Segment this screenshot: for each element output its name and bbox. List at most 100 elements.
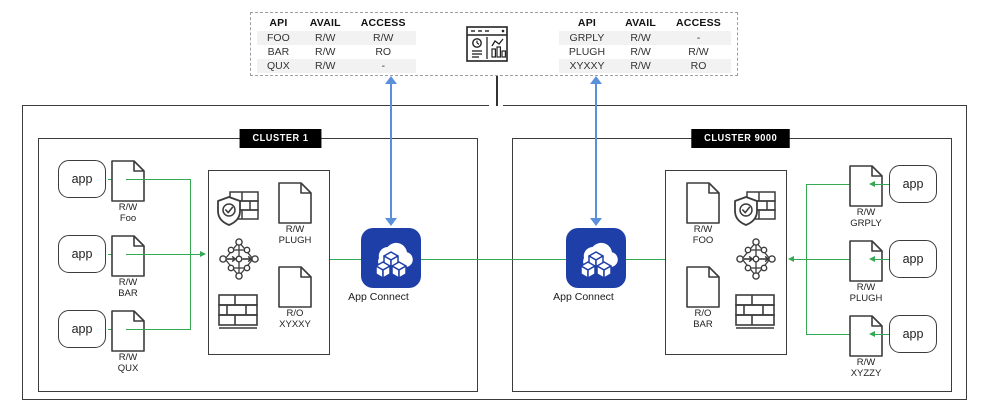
document-access: R/W [856, 357, 876, 368]
cell-api: FOO [267, 31, 290, 44]
cell-api: PLUGH [568, 45, 606, 58]
cell-avail: R/W [630, 59, 651, 72]
table-row: FOO R/W R/W [257, 30, 416, 45]
app-node[interactable]: app [889, 165, 937, 203]
app-node-label: app [71, 172, 93, 186]
flow-line [806, 333, 864, 335]
document-name: QUX [117, 363, 139, 374]
document-label: R/O BAR [668, 308, 738, 330]
app-node[interactable]: app [58, 235, 106, 273]
cell-api: BAR [267, 45, 290, 58]
flow-line [126, 253, 202, 255]
cell-access: RO [375, 45, 392, 58]
cell-avail: R/W [315, 45, 336, 58]
document-icon [686, 266, 720, 308]
cell-access: R/W [372, 31, 394, 44]
document-label: R/W PLUGH [831, 282, 901, 304]
app-node-label: app [902, 177, 924, 191]
flow-line [126, 328, 191, 330]
document-node[interactable]: R/W GRPLY [831, 165, 901, 229]
telemetry-arrow-right [589, 76, 603, 226]
document-name: FOO [692, 235, 714, 246]
flow-arrow [869, 180, 875, 187]
mesh-network-icon [219, 238, 259, 280]
document-access: R/W [118, 202, 138, 213]
cluster-9000-badge: CLUSTER 9000 [687, 128, 794, 148]
flow-arrow [788, 255, 794, 262]
document-label: R/W BAR [93, 277, 163, 299]
firewall-brick-icon [218, 294, 258, 329]
table-row: BAR R/W RO [257, 44, 416, 59]
document-node[interactable]: R/W PLUGH [831, 240, 901, 304]
firewall-brick-icon [735, 294, 775, 329]
document-icon [278, 266, 312, 308]
app-node[interactable]: app [58, 310, 106, 348]
document-node[interactable]: R/W BAR [93, 235, 163, 299]
app-node[interactable]: app [889, 315, 937, 353]
app-connect-node-right[interactable]: App Connect [553, 228, 626, 303]
document-icon [111, 235, 145, 277]
document-icon [111, 310, 145, 352]
dashboard-icon [466, 26, 509, 62]
column-header-avail: AVAIL [309, 16, 341, 29]
cluster-1-badge: CLUSTER 1 [236, 128, 325, 148]
app-node-label: app [902, 252, 924, 266]
cluster-1-badge-label: CLUSTER 1 [239, 128, 322, 148]
cell-access: - [696, 31, 701, 44]
arrow-head-down [590, 218, 602, 226]
app-connect-node-left[interactable]: App Connect [348, 228, 421, 303]
document-name: XYZZY [850, 368, 882, 379]
flow-line [126, 178, 191, 180]
document-icon [849, 165, 883, 207]
cloud-cubes-icon [361, 228, 421, 288]
flow-line [330, 258, 361, 260]
app-node[interactable]: app [889, 240, 937, 278]
document-node[interactable]: R/O BAR [670, 266, 736, 330]
app-node[interactable]: app [58, 160, 106, 198]
cell-access: - [381, 59, 385, 72]
column-header-access: ACCESS [360, 16, 406, 29]
arrow-stem [390, 82, 392, 220]
arrow-stem [595, 82, 597, 220]
document-label: R/O XYXXY [260, 308, 330, 330]
flow-line [794, 258, 864, 260]
document-label: R/W XYZZY [831, 357, 901, 379]
cell-api: QUX [267, 59, 290, 72]
document-label: R/W PLUGH [260, 224, 330, 246]
document-label: R/W FOO [668, 224, 738, 246]
document-name: XYXXY [279, 319, 311, 330]
flow-arrow [869, 255, 875, 262]
document-node[interactable]: R/O XYXXY [262, 266, 328, 330]
document-name: Foo [119, 213, 137, 224]
document-icon [686, 182, 720, 224]
api-table-left: API AVAIL ACCESS FOO R/W R/W BAR R/W RO … [257, 16, 416, 73]
table-row: QUX R/W - [257, 58, 416, 73]
telemetry-arrow-left [384, 76, 398, 226]
api-table-right: API AVAIL ACCESS GRPLY R/W - PLUGH R/W R… [558, 16, 731, 73]
cell-api: XYXXY [569, 59, 605, 72]
flow-line [806, 183, 808, 334]
app-connect-label: App Connect [553, 291, 614, 303]
arrow-head-up [385, 76, 397, 84]
flow-arrow [869, 330, 875, 337]
document-node[interactable]: R/W Foo [93, 160, 163, 224]
flow-line [626, 258, 665, 260]
column-header-api: API [577, 16, 597, 29]
document-node[interactable]: R/W FOO [670, 182, 736, 246]
document-node[interactable]: R/W PLUGH [262, 182, 328, 246]
arrow-head-up [590, 76, 602, 84]
document-name: BAR [693, 319, 713, 330]
document-name: PLUGH [278, 235, 312, 246]
column-header-avail: AVAIL [625, 16, 657, 29]
table-row: GRPLY R/W - [558, 30, 731, 45]
document-node[interactable]: R/W QUX [93, 310, 163, 374]
flow-line [875, 183, 889, 185]
firewall-shield-check-icon [734, 191, 776, 226]
document-label: R/W Foo [93, 202, 163, 224]
cell-access: RO [690, 59, 707, 72]
document-access: R/O [694, 308, 712, 319]
document-label: R/W GRPLY [831, 207, 901, 229]
table-row: PLUGH R/W R/W [558, 44, 731, 59]
document-node[interactable]: R/W XYZZY [831, 315, 901, 379]
table-row: XYXXY R/W RO [558, 58, 731, 73]
